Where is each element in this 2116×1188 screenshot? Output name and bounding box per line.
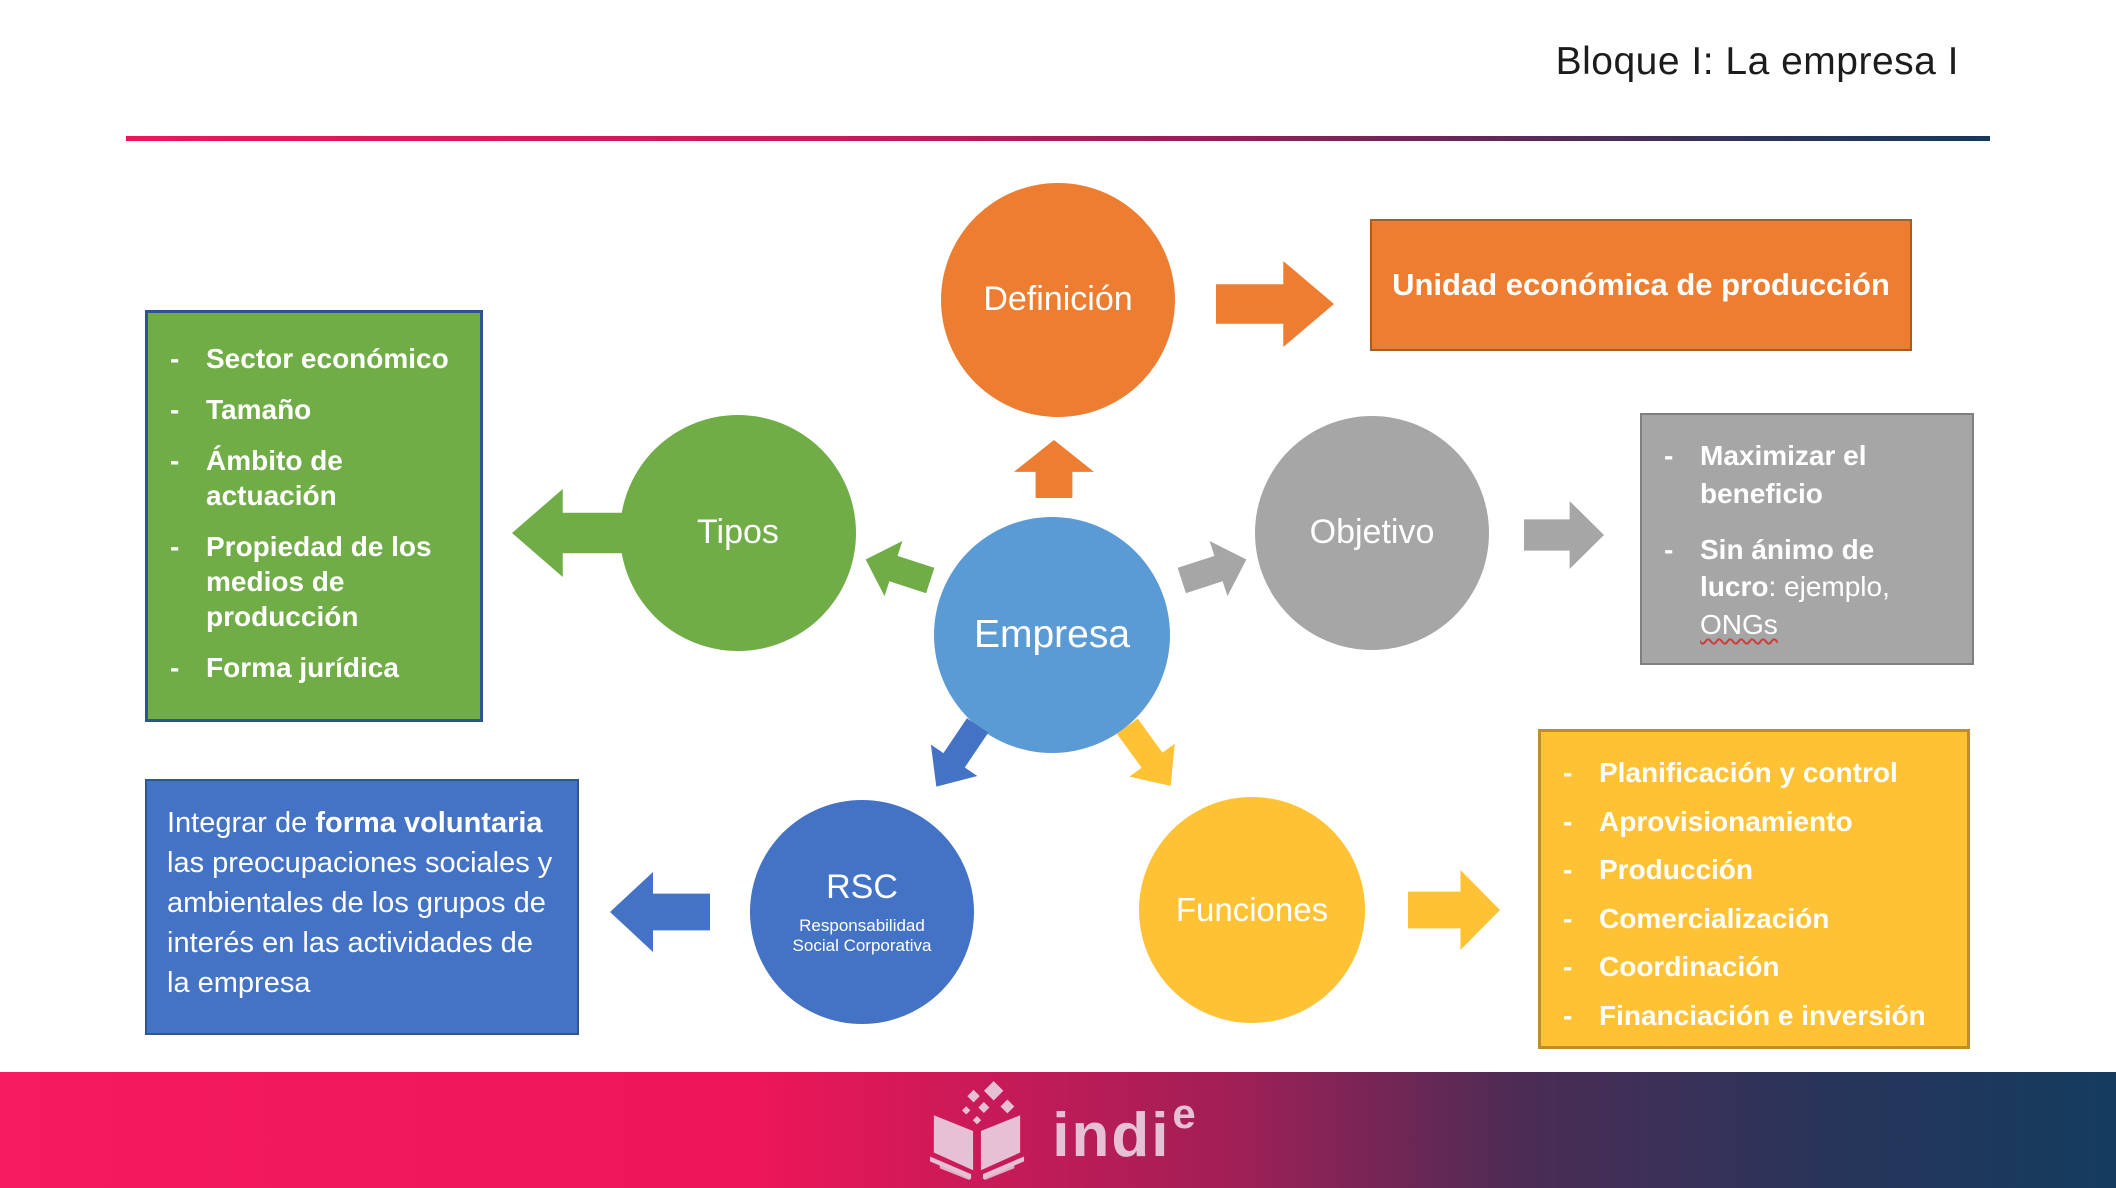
bullet-item: - Maximizar el beneficio	[1642, 437, 1964, 513]
callout-arrow-tipos-icon	[512, 489, 630, 577]
brand-wordmark-sup: e	[1172, 1090, 1198, 1137]
node-label: Definición	[983, 280, 1133, 319]
bullet-dash: -	[1664, 440, 1674, 471]
footer-brand-bar: indie	[0, 1072, 2116, 1188]
bullet-text: Financiación e inversión	[1599, 999, 1926, 1031]
bullet-text: Ámbito de actuación	[206, 445, 343, 511]
bullet-item: - Sector económico	[148, 341, 474, 376]
node-circle-definicion: Definición	[941, 183, 1175, 417]
title-divider-line	[126, 136, 1990, 141]
bullet-text: Producción	[1599, 854, 1754, 886]
node-label: Objetivo	[1309, 513, 1435, 552]
bullet-text: Comercialización	[1599, 902, 1830, 934]
bullet-dash: -	[1664, 533, 1674, 565]
hub-circle-empresa: Empresa	[934, 517, 1170, 753]
node-label: Funciones	[1175, 890, 1329, 928]
bullet-dash: -	[1563, 951, 1573, 983]
spellcheck-underlined-word: ONGs	[1700, 609, 1778, 641]
callout-text: Unidad económica de producción	[1392, 267, 1890, 302]
bullet-text: Propiedad de los medios de producción	[206, 531, 432, 632]
bullet-text: Aprovisionamiento	[1599, 805, 1853, 837]
bullet-item: - Comercialización	[1541, 902, 1961, 936]
node-label: Tipos	[697, 513, 779, 552]
bullet-item: - Producción	[1541, 853, 1961, 887]
open-book-logo-icon	[918, 1080, 1036, 1180]
node-sublabel: Responsabilidad Social Corporativa	[792, 916, 932, 955]
hub-label: Empresa	[973, 612, 1131, 656]
bullet-text: Sin ánimo de lucro: ejemplo, ONGs	[1700, 533, 1890, 641]
bullet-item: - Ámbito de actuación	[148, 443, 474, 513]
bullet-item: - Coordinación	[1541, 950, 1961, 984]
bullet-dash: -	[1563, 854, 1573, 886]
callout-arrow-funciones-icon	[1408, 870, 1500, 950]
bullet-text: Tamaño	[206, 394, 312, 425]
bullet-dash: -	[170, 445, 180, 476]
callout-text: Integrar de forma voluntaria las preocup…	[167, 807, 553, 1000]
bullet-dash: -	[170, 394, 180, 425]
bullet-item: - Tamaño	[148, 392, 474, 427]
bullet-item: - Forma jurídica	[148, 650, 474, 685]
bullet-dash: -	[170, 652, 180, 683]
node-circle-tipos: Tipos	[620, 415, 856, 651]
callout-box-definicion: Unidad económica de producción	[1370, 219, 1912, 351]
bullet-item: - Sin ánimo de lucro: ejemplo, ONGs	[1642, 531, 1964, 644]
callout-arrow-definicion-icon	[1216, 261, 1334, 347]
callout-box-objetivo: - Maximizar el beneficio - Sin ánimo de …	[1640, 413, 1974, 665]
connector-arrow-upleft-icon	[857, 532, 940, 608]
bullet-item: - Planificación y control	[1541, 756, 1961, 790]
connector-arrow-up-icon	[1014, 440, 1094, 498]
bullet-dash: -	[1563, 757, 1573, 788]
brand-wordmark: indie	[1052, 1090, 1198, 1170]
bullet-dash: -	[170, 531, 180, 562]
bullet-text: Sector económico	[206, 343, 449, 374]
callout-box-tipos: - Sector económico - Tamaño - Ámbito de …	[145, 310, 483, 722]
node-circle-rsc: RSC Responsabilidad Social Corporativa	[750, 800, 974, 1024]
bullet-dash: -	[1563, 805, 1573, 837]
bullet-text: Coordinación	[1599, 951, 1780, 983]
node-circle-objetivo: Objetivo	[1255, 416, 1489, 650]
bullet-item: - Financiación e inversión	[1541, 999, 1961, 1033]
slide-title: Bloque I: La empresa I	[1555, 40, 1959, 83]
callout-arrow-objetivo-icon	[1524, 501, 1604, 569]
bullet-text: Maximizar el beneficio	[1700, 440, 1867, 509]
bullet-item: - Aprovisionamiento	[1541, 805, 1961, 839]
callout-box-rsc: Integrar de forma voluntaria las preocup…	[145, 779, 579, 1035]
connector-arrow-upright-icon	[1173, 532, 1256, 608]
callout-arrow-rsc-icon	[610, 872, 710, 952]
node-label: RSC	[826, 867, 898, 906]
callout-box-funciones: - Planificación y control - Aprovisionam…	[1538, 729, 1970, 1049]
node-circle-funciones: Funciones	[1139, 797, 1365, 1023]
bullet-text: Forma jurídica	[206, 652, 399, 683]
bullet-text: Planificación y control	[1599, 757, 1898, 788]
bullet-item: - Propiedad de los medios de producción	[148, 529, 474, 634]
bullet-dash: -	[1563, 902, 1573, 934]
bullet-dash: -	[1563, 999, 1573, 1031]
brand-logo: indie	[918, 1080, 1198, 1180]
bullet-dash: -	[170, 343, 180, 374]
